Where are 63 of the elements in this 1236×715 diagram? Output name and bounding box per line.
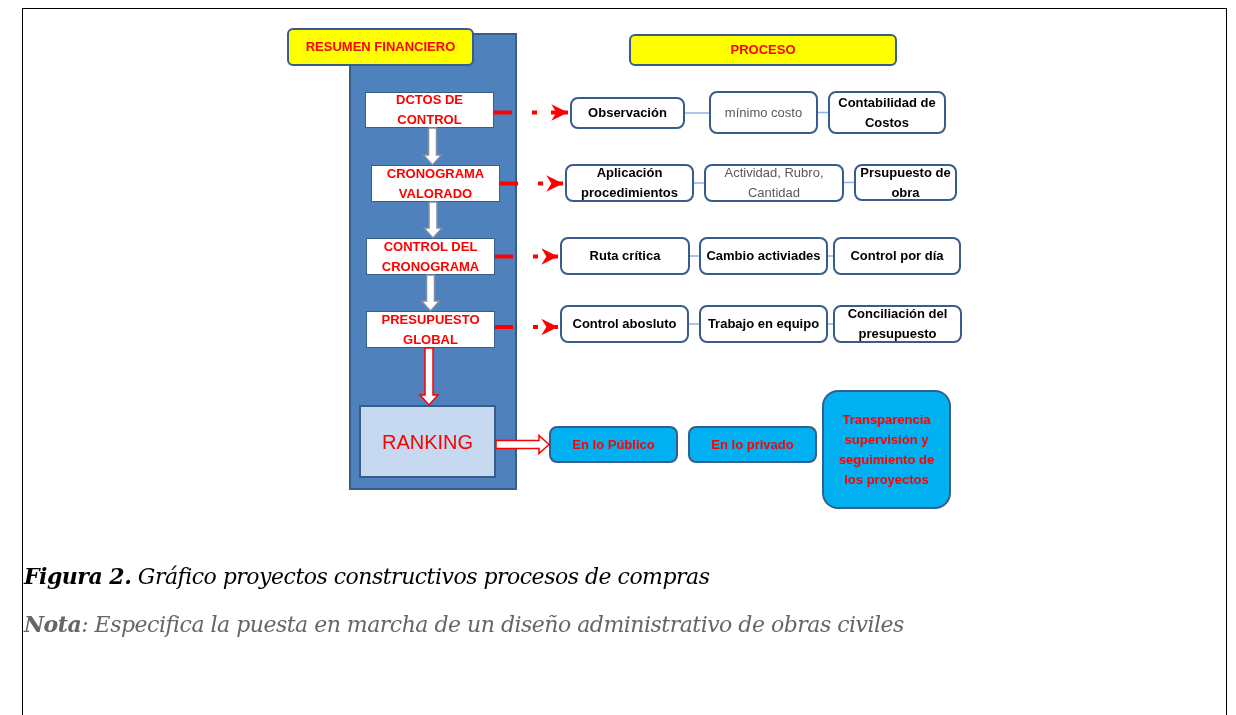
connector-line	[827, 255, 834, 257]
block-arrow	[422, 201, 444, 240]
process-box	[560, 237, 690, 275]
box-label: DCTOS DE CONTROL	[395, 91, 464, 129]
process-box	[699, 237, 828, 275]
connector-line	[817, 111, 829, 114]
connector-line	[689, 255, 700, 257]
result-box	[688, 426, 817, 463]
note-text: Nota: Especifica la puesta en marcha de un diseño administrativo de obras civiles	[24, 610, 904, 639]
process-box	[699, 305, 828, 343]
result-box	[822, 390, 951, 509]
box-label: CRONOGRAMA VALORADO	[385, 164, 486, 203]
process-box	[833, 237, 961, 275]
box-label: En lo Público	[572, 435, 655, 454]
connector-line	[827, 323, 834, 325]
box-label: RANKING	[381, 429, 474, 455]
process-box	[704, 164, 844, 202]
block-arrow	[421, 127, 444, 167]
connector-line	[688, 323, 700, 325]
figure-caption: Figura 2. Gráfico proyectos constructivos procesos de compras	[24, 562, 710, 591]
box-label: mínimo costo	[724, 103, 803, 122]
box-label: Observación	[588, 104, 667, 122]
box-label: Actividad, Rubro, Cantidad	[723, 164, 825, 202]
connector-line	[693, 182, 705, 184]
block-arrow	[495, 433, 551, 456]
process-box	[560, 305, 689, 343]
box-label: Cambio activiades	[706, 247, 821, 265]
box-label: Aplicación procedimientos	[580, 164, 679, 202]
connector-line	[843, 181, 855, 184]
box-label: Prsupuesto de obra	[860, 163, 951, 202]
ranking-box	[359, 405, 496, 478]
box-label: Conciliación del presupuesto	[846, 305, 949, 343]
box-label: RESUMEN FINANCIERO	[305, 38, 456, 57]
block-arrow	[419, 274, 442, 313]
box-label: En lo privado	[711, 435, 794, 454]
box-label: Contabilidad de Costos	[837, 93, 937, 132]
process-box	[570, 97, 685, 129]
box-label: Control abosluto	[572, 315, 677, 333]
arrow	[495, 318, 558, 336]
process-box	[833, 305, 962, 343]
connector-line	[684, 112, 710, 114]
arrow	[495, 248, 558, 265]
box-label: PRESUPUESTO GLOBAL	[380, 310, 481, 349]
title-box	[287, 28, 474, 66]
box-label: Transparencia supervisión y seguimiento de los proyectos	[837, 410, 936, 489]
box-label: CONTROL DEL CRONOGRAMA	[380, 237, 481, 276]
block-arrow	[418, 347, 440, 407]
result-box	[549, 426, 678, 463]
step-box	[365, 92, 494, 128]
box-label: Control por día	[850, 247, 944, 265]
process-box	[565, 164, 694, 202]
step-box	[366, 238, 495, 275]
title-box	[629, 34, 897, 66]
arrow	[494, 104, 568, 121]
process-box	[854, 164, 957, 201]
process-box	[709, 91, 818, 134]
process-box	[828, 91, 946, 134]
arrow	[500, 175, 563, 192]
box-label: PROCESO	[730, 41, 796, 60]
step-box	[366, 311, 495, 348]
box-label: Trabajo en equipo	[707, 315, 820, 333]
box-label: Ruta crítica	[589, 247, 661, 265]
step-box	[371, 165, 500, 202]
